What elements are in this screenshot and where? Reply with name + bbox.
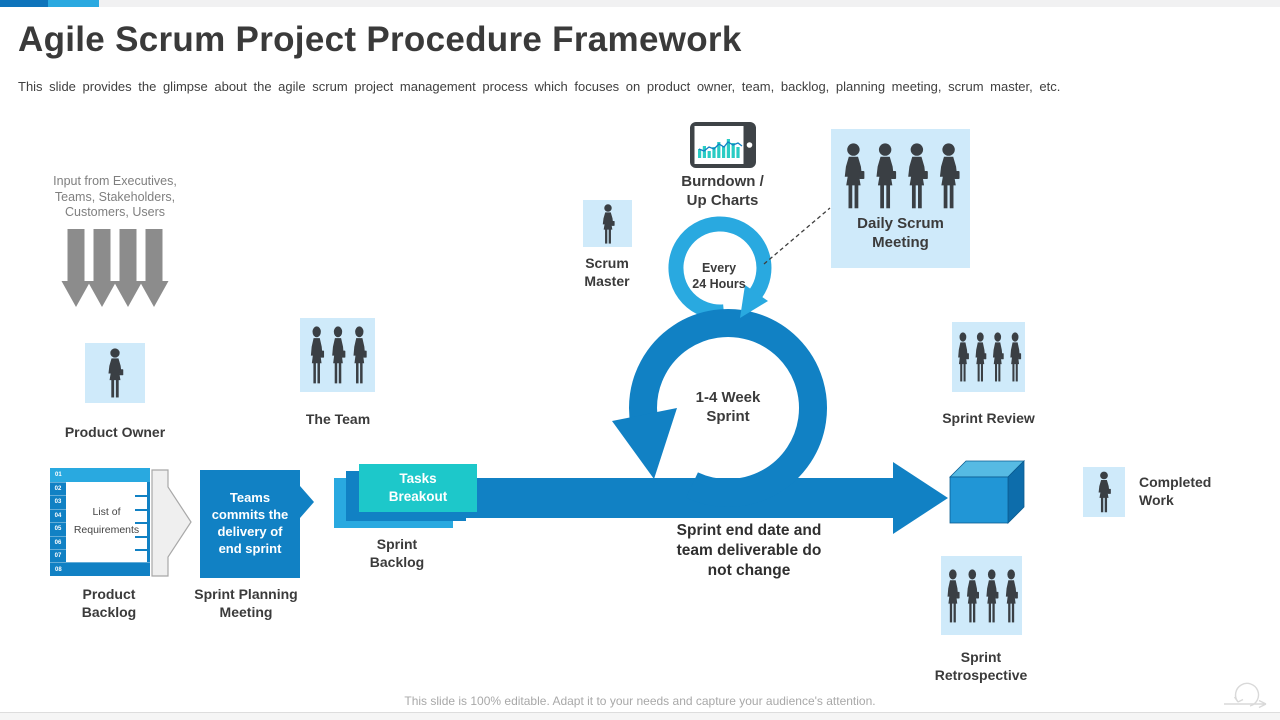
burndown-label: Burndown / Up Charts (681, 173, 764, 209)
sprint-review-label: Sprint Review (942, 410, 1035, 426)
people-icon (957, 332, 1021, 382)
completed-work-box (1083, 467, 1125, 517)
sprint-review-box (952, 322, 1025, 392)
sprint-retrospective-box (941, 556, 1022, 635)
sprint-planning-box: Teams commits the delivery of end sprint (200, 470, 300, 578)
backlog-line (135, 549, 147, 551)
sprint-planning-label: Sprint Planning Meeting (194, 586, 298, 620)
topbar-accent-light (48, 0, 99, 7)
loop-logo-icon (1224, 682, 1267, 709)
sprint-planning-box-tail (300, 486, 314, 518)
backlog-chevron-arrow (151, 469, 192, 577)
people-icon (310, 326, 367, 384)
slide-title: Agile Scrum Project Procedure Framework (18, 20, 742, 59)
scrum-master-box (583, 200, 632, 247)
every-24-hours-label: Every 24 Hours (692, 261, 746, 291)
input-note: Input from Executives, Teams, Stakeholde… (53, 174, 177, 220)
person-icon (602, 203, 615, 244)
slide-footer-note: This slide is 100% editable. Adapt it to… (404, 694, 876, 708)
backlog-line (135, 522, 147, 524)
backlog-list-panel: List of Requirements (66, 481, 147, 563)
backlog-row: 01 (50, 468, 150, 482)
product-backlog-icon: 01 02 03 04 05 06 07 List of Requirement… (50, 468, 150, 576)
daily-scrum-box: Daily Scrum Meeting (831, 129, 970, 268)
sprint-loop-icon (629, 309, 827, 507)
process-flow-arrow (370, 462, 948, 534)
topbar-accent-gray (99, 0, 1280, 7)
topbar-accent-dark (0, 0, 48, 7)
sprint-loop-label: 1-4 Week Sprint (695, 389, 761, 425)
completed-work-label: Completed Work (1139, 474, 1212, 508)
backlog-line (135, 535, 147, 538)
backlog-row-number: 03 (50, 495, 66, 509)
backlog-row: 08 (50, 562, 150, 576)
daily-scrum-connector-line (763, 207, 831, 265)
backlog-row-number: 01 (55, 472, 62, 478)
product-owner-label: Product Owner (64, 424, 166, 440)
backlog-row-number: 06 (50, 535, 66, 550)
backlog-row-number: 02 (50, 481, 66, 496)
tasks-breakout-box: Tasks Breakout (359, 464, 477, 512)
sprint-loop-arrowhead (612, 408, 677, 479)
backlog-row-number: 08 (55, 566, 62, 573)
slide-subtitle: This slide provides the glimpse about th… (18, 79, 1061, 94)
team-box (300, 318, 375, 392)
person-icon (1098, 471, 1111, 513)
sprint-end-date-note: Sprint end date and team deliverable do … (676, 522, 822, 579)
product-owner-box (85, 343, 145, 403)
bottom-bar (0, 712, 1280, 720)
scrum-master-label: Scrum Master (584, 255, 630, 289)
backlog-row-number: 07 (50, 549, 66, 563)
input-down-arrows-icon (61, 229, 169, 307)
daily-scrum-label: Daily Scrum Meeting (857, 215, 944, 251)
burndown-chart-tablet-icon (690, 122, 756, 168)
people-icon (947, 568, 1018, 622)
every-24-hours-arrowhead (740, 285, 768, 318)
backlog-line (135, 508, 147, 511)
sprint-retrospective-label: Sprint Retrospective (934, 649, 1028, 683)
sprint-backlog-label: Sprint Backlog (369, 536, 425, 570)
cube-icon (949, 460, 1025, 524)
backlog-row-number: 04 (50, 508, 66, 523)
people-icon (844, 143, 960, 209)
backlog-row-number: 05 (50, 522, 66, 536)
backlog-line (135, 495, 147, 497)
every-24-hours-loop-icon (668, 216, 772, 320)
person-icon (108, 348, 124, 398)
team-label: The Team (305, 411, 371, 427)
product-backlog-label: Product Backlog (81, 586, 137, 620)
